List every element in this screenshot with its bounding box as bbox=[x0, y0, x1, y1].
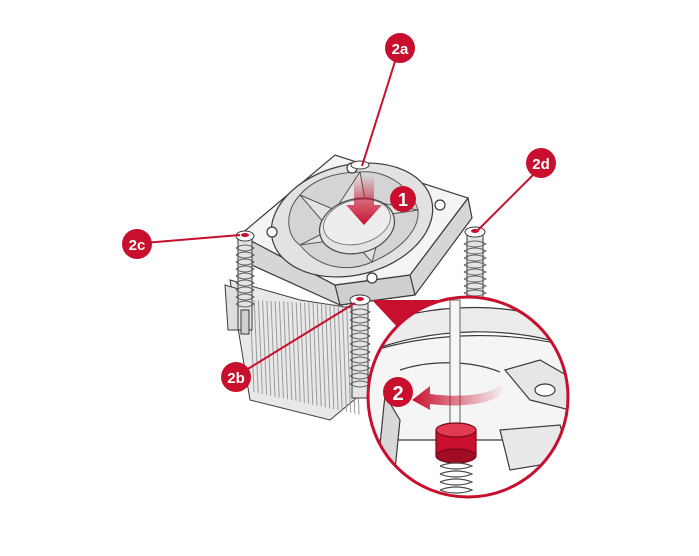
fin-line bbox=[308, 302, 314, 405]
spring-coil bbox=[235, 279, 255, 287]
fin-line bbox=[341, 304, 347, 412]
fin-line bbox=[316, 303, 322, 407]
spring-coil bbox=[235, 265, 255, 273]
leader-2a bbox=[361, 51, 399, 167]
spring-coil bbox=[235, 293, 255, 301]
svg-text:2c: 2c bbox=[129, 237, 146, 254]
spring-screw-2b bbox=[349, 294, 371, 399]
spring-coil bbox=[463, 282, 487, 290]
spring-coil bbox=[349, 340, 371, 348]
svg-text:2a: 2a bbox=[392, 41, 409, 58]
fin-line bbox=[346, 304, 352, 413]
fin-line bbox=[287, 301, 293, 401]
fin-line bbox=[257, 300, 263, 394]
leader-2b bbox=[237, 302, 356, 376]
spring-coil bbox=[439, 470, 474, 478]
fin-line bbox=[299, 302, 305, 403]
fin-line bbox=[337, 304, 343, 411]
callout-step1: 1 bbox=[390, 186, 416, 212]
spring-coil bbox=[463, 289, 487, 297]
spring-coil bbox=[235, 300, 255, 308]
fin-line bbox=[304, 302, 310, 404]
leader-2d bbox=[477, 167, 541, 231]
fin-line bbox=[266, 300, 272, 396]
fin-line bbox=[278, 301, 284, 399]
spring-coil bbox=[235, 286, 255, 294]
spring-coil bbox=[463, 240, 487, 248]
spring-coil bbox=[349, 324, 371, 332]
spring-coil bbox=[235, 258, 255, 266]
callout-2a: 2a bbox=[385, 33, 415, 63]
spring-screw-2c bbox=[235, 230, 255, 335]
spring-coil bbox=[235, 251, 255, 259]
callout-2b: 2b bbox=[221, 362, 251, 392]
spring-coil bbox=[349, 332, 371, 340]
fin-line bbox=[283, 301, 289, 400]
fin-line bbox=[329, 303, 335, 410]
spring-coil bbox=[349, 348, 371, 356]
svg-text:2: 2 bbox=[392, 383, 403, 405]
spring-coil bbox=[235, 244, 255, 252]
fin-line bbox=[270, 300, 276, 397]
fin-line bbox=[253, 300, 259, 393]
spring-coil bbox=[349, 308, 371, 316]
fin-line bbox=[320, 303, 326, 408]
spring-coil bbox=[349, 356, 371, 364]
callout-step2: 2 bbox=[383, 377, 413, 407]
spring-coil bbox=[349, 364, 371, 372]
press-arrow bbox=[346, 175, 382, 225]
spring-coil bbox=[439, 478, 474, 486]
spring-coil bbox=[463, 261, 487, 269]
fin-line bbox=[291, 301, 297, 402]
callout-2d: 2d bbox=[526, 148, 556, 178]
fin-line bbox=[274, 301, 280, 398]
svg-text:2b: 2b bbox=[227, 370, 245, 387]
spring-coil bbox=[235, 272, 255, 280]
spring-coil bbox=[463, 254, 487, 262]
spring-coil bbox=[439, 462, 474, 470]
spring-coil bbox=[463, 247, 487, 255]
fin-line bbox=[312, 302, 318, 406]
svg-text:1: 1 bbox=[398, 190, 408, 210]
fin-line bbox=[262, 300, 268, 395]
spring-screw-2a bbox=[350, 160, 370, 170]
spring-coil bbox=[463, 275, 487, 283]
callout-2c: 2c bbox=[122, 229, 152, 259]
fan-assembly bbox=[238, 154, 473, 306]
zoom-detail bbox=[366, 295, 570, 499]
spring-screw-2d bbox=[463, 226, 487, 305]
spring-coil bbox=[349, 316, 371, 324]
fin-line bbox=[333, 303, 339, 411]
spring-coil bbox=[439, 486, 474, 494]
svg-text:2d: 2d bbox=[532, 156, 550, 173]
spring-coil bbox=[463, 268, 487, 276]
fin-line bbox=[295, 302, 301, 402]
